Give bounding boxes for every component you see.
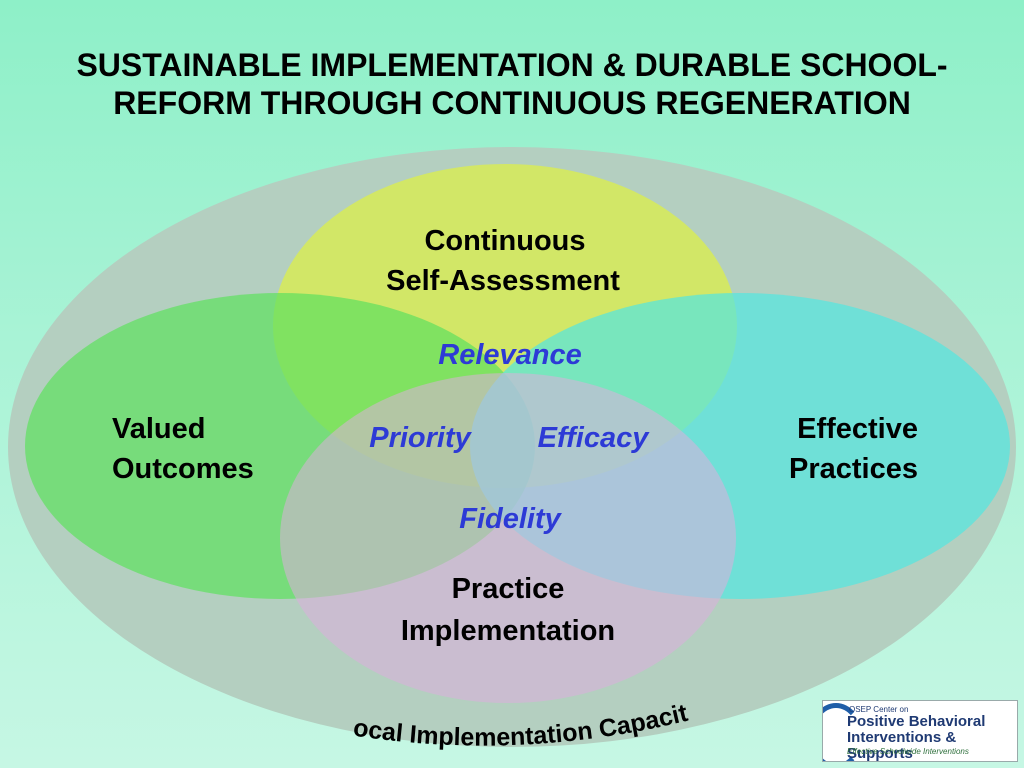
label-self-assessment: Self-Assessment [386, 265, 620, 297]
logo-arc-icon [823, 703, 863, 761]
logo-line-2: Positive Behavioral [847, 713, 986, 730]
label-outcomes: Outcomes [112, 453, 254, 485]
logo-line-1: OSEP Center on [849, 705, 909, 714]
logo-line-4: Effective Schoolwide Interventions [847, 747, 969, 756]
label-relevance: Relevance [438, 339, 582, 371]
label-valued: Valued [112, 413, 206, 445]
label-implementation: Implementation [401, 615, 615, 647]
label-practices: Practices [789, 453, 918, 485]
label-continuous: Continuous [424, 225, 585, 257]
label-priority: Priority [369, 422, 472, 454]
label-practice: Practice [452, 573, 565, 605]
label-effective: Effective [797, 413, 918, 445]
label-efficacy: Efficacy [538, 422, 651, 454]
circle-practice-implementation [280, 373, 736, 703]
label-fidelity: Fidelity [459, 503, 562, 535]
logo-line-3: Interventions & Supports [847, 729, 957, 762]
slide-title: SUSTAINABLE IMPLEMENTATION & DURABLE SCH… [76, 47, 948, 121]
pbis-logo: OSEP Center on Positive Behavioral Inter… [822, 700, 1018, 762]
